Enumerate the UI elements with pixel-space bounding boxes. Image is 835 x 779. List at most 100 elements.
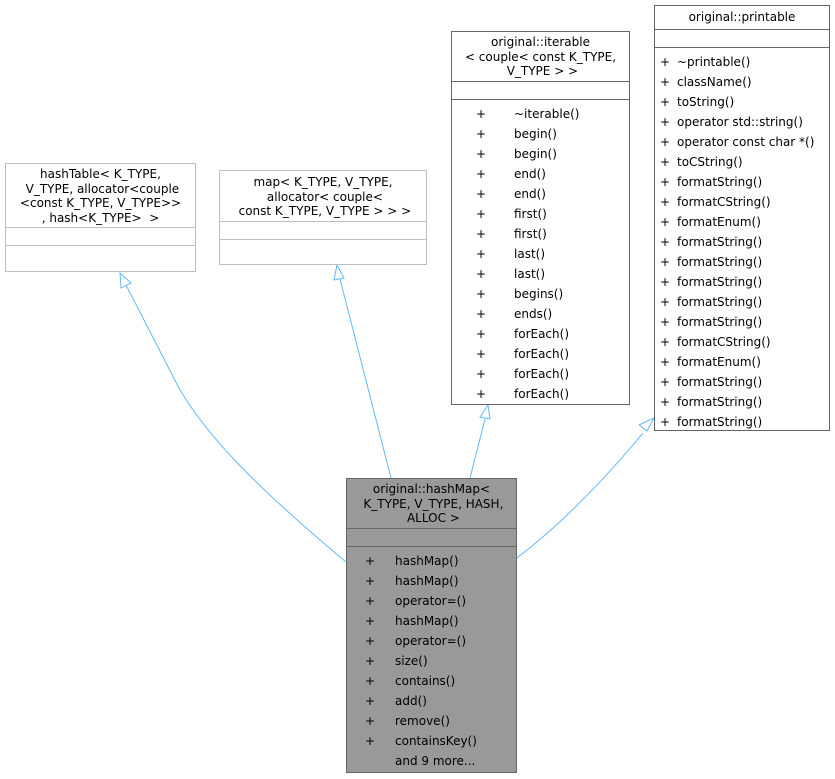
method-row[interactable]: +hashMap() xyxy=(347,551,516,571)
method-row[interactable]: +toString() xyxy=(655,92,829,112)
edge-hashmap-to-printable xyxy=(516,432,644,559)
visibility-marker: + xyxy=(659,274,671,289)
class-box-hashmap[interactable]: original::hashMap< K_TYPE, V_TYPE, HASH,… xyxy=(346,478,517,773)
method-name: and 9 more... xyxy=(395,753,476,768)
class-box-iterable[interactable]: original::iterable < couple< const K_TYP… xyxy=(451,31,630,405)
method-row[interactable]: + hashMap() xyxy=(347,611,516,631)
method-name: last() xyxy=(514,266,546,281)
arrowhead-map xyxy=(333,263,345,281)
class-box-hashtable[interactable]: hashTable< K_TYPE, V_TYPE, allocator<cou… xyxy=(5,163,196,272)
visibility-marker: + xyxy=(659,174,671,189)
visibility-marker: + xyxy=(364,633,376,648)
method-row[interactable]: +toCString() xyxy=(655,152,829,172)
visibility-marker: + xyxy=(475,106,487,121)
method-name: formatString() xyxy=(677,274,763,289)
visibility-marker: + xyxy=(659,74,671,89)
method-row[interactable]: +formatEnum() xyxy=(655,212,829,232)
method-row[interactable]: +contains() xyxy=(347,671,516,691)
method-row[interactable]: +operator=() xyxy=(347,631,516,651)
attribute-compartment xyxy=(452,80,629,99)
method-row[interactable]: +size() xyxy=(347,651,516,671)
method-row[interactable]: + formatString() xyxy=(655,272,829,292)
method-row[interactable]: +remove() xyxy=(347,711,516,731)
method-row[interactable]: +formatCString() xyxy=(655,332,829,352)
visibility-marker: + xyxy=(659,354,671,369)
method-row[interactable]: +forEach() xyxy=(452,384,629,404)
visibility-marker: + xyxy=(364,653,376,668)
method-row[interactable]: +formatCString() xyxy=(655,192,829,212)
visibility-marker: + xyxy=(659,154,671,169)
method-list-printable: +~printable()+className()+toString()+ope… xyxy=(655,46,829,432)
method-row[interactable]: + className() xyxy=(655,72,829,92)
method-name: first() xyxy=(514,226,547,241)
method-compartment xyxy=(220,238,426,265)
method-name: last() xyxy=(514,246,546,261)
method-name: formatString() xyxy=(677,234,763,249)
method-row[interactable]: +~iterable() xyxy=(452,104,629,124)
method-compartment xyxy=(6,245,195,271)
class-box-map[interactable]: map< K_TYPE, V_TYPE, allocator< couple< … xyxy=(219,170,427,265)
method-row[interactable]: +formatString() xyxy=(655,412,829,432)
method-row[interactable]: +add() xyxy=(347,691,516,711)
method-row[interactable]: +first() xyxy=(452,204,629,224)
edge-hashmap-to-map xyxy=(339,278,392,479)
method-row[interactable]: +forEach() xyxy=(452,344,629,364)
method-name: operator const char *() xyxy=(677,134,815,149)
method-row[interactable]: +formatString() xyxy=(655,252,829,272)
visibility-marker: + xyxy=(659,254,671,269)
visibility-marker: + xyxy=(364,593,376,608)
visibility-marker: + xyxy=(364,613,376,628)
method-row[interactable]: +last() xyxy=(452,264,629,284)
method-name: end() xyxy=(514,186,546,201)
method-name: ~printable() xyxy=(677,54,751,69)
method-row[interactable]: + last() xyxy=(452,244,629,264)
method-row[interactable]: +formatEnum() xyxy=(655,352,829,372)
method-row[interactable]: +formatString() xyxy=(655,372,829,392)
method-row[interactable]: +formatString() xyxy=(655,232,829,252)
method-name: className() xyxy=(677,74,752,89)
class-title-printable: original::printable xyxy=(688,10,796,24)
method-row[interactable]: +operator std::string() xyxy=(655,112,829,132)
visibility-marker xyxy=(347,751,393,771)
method-name: begin() xyxy=(514,126,557,141)
method-row[interactable]: +formatString() xyxy=(655,312,829,332)
method-row[interactable]: +operator const char *() xyxy=(655,132,829,152)
method-row[interactable]: +begins() xyxy=(452,284,629,304)
method-row[interactable]: +end() xyxy=(452,184,629,204)
method-row[interactable]: + ~printable() xyxy=(655,52,829,72)
method-row[interactable]: +end() xyxy=(452,164,629,184)
edge-hashmap-to-iterable xyxy=(469,418,486,479)
attribute-compartment xyxy=(220,220,426,239)
method-row[interactable]: +formatString() xyxy=(655,392,829,412)
method-row[interactable]: + formatString() xyxy=(655,292,829,312)
method-name: formatString() xyxy=(677,294,763,309)
visibility-marker: + xyxy=(475,246,487,261)
method-row[interactable]: +hashMap() xyxy=(347,571,516,591)
method-row[interactable]: +operator=() xyxy=(347,591,516,611)
visibility-marker: + xyxy=(475,126,487,141)
method-row[interactable]: +containsKey() xyxy=(347,731,516,751)
method-row[interactable]: +formatString() xyxy=(655,172,829,192)
method-row[interactable]: +forEach() xyxy=(452,364,629,384)
arrowhead-iterable xyxy=(479,403,491,420)
visibility-marker: + xyxy=(659,54,671,69)
method-row[interactable]: +begin() xyxy=(452,144,629,164)
visibility-marker: + xyxy=(659,294,671,309)
method-name: first() xyxy=(514,206,547,221)
class-title-hashtable: hashTable< K_TYPE, V_TYPE, allocator<cou… xyxy=(19,167,182,225)
attribute-compartment xyxy=(6,227,195,245)
method-name: begins() xyxy=(514,286,564,301)
method-row[interactable]: +ends() xyxy=(452,304,629,324)
method-name: hashMap() xyxy=(395,613,459,628)
arrowhead-hashtable xyxy=(119,271,132,289)
method-name: ends() xyxy=(514,306,553,321)
method-row[interactable]: +first() xyxy=(452,224,629,244)
visibility-marker: + xyxy=(475,366,487,381)
method-row[interactable]: + begin() xyxy=(452,124,629,144)
method-row[interactable]: +forEach() xyxy=(452,324,629,344)
class-title-map: map< K_TYPE, V_TYPE, allocator< couple< … xyxy=(238,175,412,218)
method-name: formatEnum() xyxy=(677,214,761,229)
class-box-printable[interactable]: original::printable +~printable()+classN… xyxy=(654,5,830,431)
method-row[interactable]: and 9 more... xyxy=(347,751,516,771)
method-name: formatString() xyxy=(677,414,763,429)
